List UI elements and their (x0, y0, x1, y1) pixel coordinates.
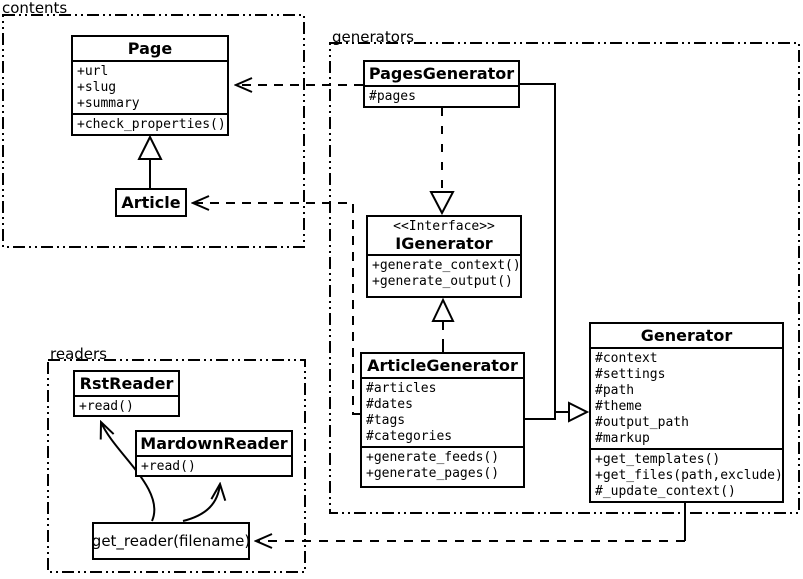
attribute-line: #output_path (595, 415, 689, 430)
class-page-attributes: +url +slug +summary (73, 60, 227, 113)
class-markdown-reader: MardownReader +read() (135, 430, 293, 477)
class-page-name: Page (127, 39, 173, 58)
method-line: +generate_output() (372, 274, 513, 289)
attribute-line: #markup (595, 431, 650, 446)
method-line: +generate_pages() (366, 466, 500, 481)
class-pages-generator: PagesGenerator #pages (363, 60, 520, 108)
arrow-articlegenerator-extends-generator (525, 412, 556, 420)
arrow-pagesgenerator-extends-generator (520, 83, 569, 413)
arrow-articlegenerator-uses-article (193, 203, 360, 415)
package-label-readers: readers (50, 345, 107, 363)
class-rst-reader-name: RstReader (79, 374, 174, 393)
attribute-line: #theme (595, 399, 642, 414)
class-generator: Generator #context #settings #path #them… (589, 322, 784, 503)
attribute-line: #tags (366, 413, 406, 428)
method-line: +read() (79, 399, 134, 414)
triangle-generators-extend-generator (568, 401, 590, 423)
class-markdown-reader-methods: +read() (137, 455, 291, 476)
class-rst-reader: RstReader +read() (73, 370, 180, 417)
attribute-line: #categories (366, 429, 453, 444)
class-article-generator-methods: +generate_feeds() +generate_pages() (362, 446, 523, 483)
attribute-line: +slug (77, 80, 117, 95)
class-generator-methods: +get_templates() +get_files(path,exclude… (591, 448, 783, 501)
package-label-contents: contents (2, 0, 68, 17)
package-border-generators (329, 42, 800, 514)
class-generator-name: Generator (640, 326, 733, 345)
class-article-name: Article (121, 192, 181, 212)
arrow-getreader-returns-markdownreader (182, 484, 220, 522)
method-line: +get_files(path,exclude) (595, 468, 783, 483)
node-get-reader: get_reader(filename) (92, 522, 250, 560)
class-markdown-reader-name: MardownReader (140, 434, 288, 453)
node-get-reader-label: get_reader(filename) (91, 532, 251, 550)
class-page-methods: +check_properties() (73, 113, 227, 134)
method-line: +get_templates() (595, 452, 721, 467)
attribute-line: #dates (366, 397, 413, 412)
attribute-line: +url (77, 64, 109, 79)
class-igenerator-methods: +generate_context() +generate_output() (368, 254, 521, 291)
attribute-line: #settings (595, 367, 666, 382)
class-igenerator-name: IGenerator (395, 234, 493, 253)
class-pages-generator-name: PagesGenerator (368, 64, 515, 83)
method-line: +check_properties() (77, 117, 226, 132)
method-line: #_update_context() (595, 484, 736, 499)
class-page: Page +url +slug +summary +check_properti… (71, 35, 229, 136)
attribute-line: #pages (369, 89, 416, 104)
triangle-articlegenerator-realizes-igenerator (431, 297, 455, 322)
package-border-readers (47, 359, 306, 573)
class-article-generator-attributes: #articles #dates #tags #categories (362, 377, 523, 446)
attribute-line: #path (595, 383, 635, 398)
class-article-generator: ArticleGenerator #articles #dates #tags … (360, 352, 525, 488)
attribute-line: +summary (77, 96, 140, 111)
class-igenerator-title: <<Interface>> IGenerator (368, 217, 520, 254)
class-generator-attributes: #context #settings #path #theme #output_… (591, 347, 782, 448)
class-pages-generator-attributes: #pages (365, 85, 518, 106)
method-line: +read() (141, 459, 196, 474)
class-article: Article (115, 188, 187, 217)
attribute-line: #context (595, 351, 658, 366)
class-igenerator: <<Interface>> IGenerator +generate_conte… (366, 215, 522, 298)
class-rst-reader-methods: +read() (75, 395, 178, 416)
class-igenerator-stereotype: <<Interface>> (393, 219, 495, 234)
triangle-article-extends-page (137, 134, 163, 160)
package-border-contents (2, 14, 305, 248)
package-label-generators: generators (332, 28, 414, 46)
class-article-generator-name: ArticleGenerator (367, 356, 518, 375)
triangle-pagesgenerator-realizes-igenerator (429, 191, 455, 216)
method-line: +generate_feeds() (366, 450, 500, 465)
attribute-line: #articles (366, 381, 437, 396)
method-line: +generate_context() (372, 258, 521, 273)
